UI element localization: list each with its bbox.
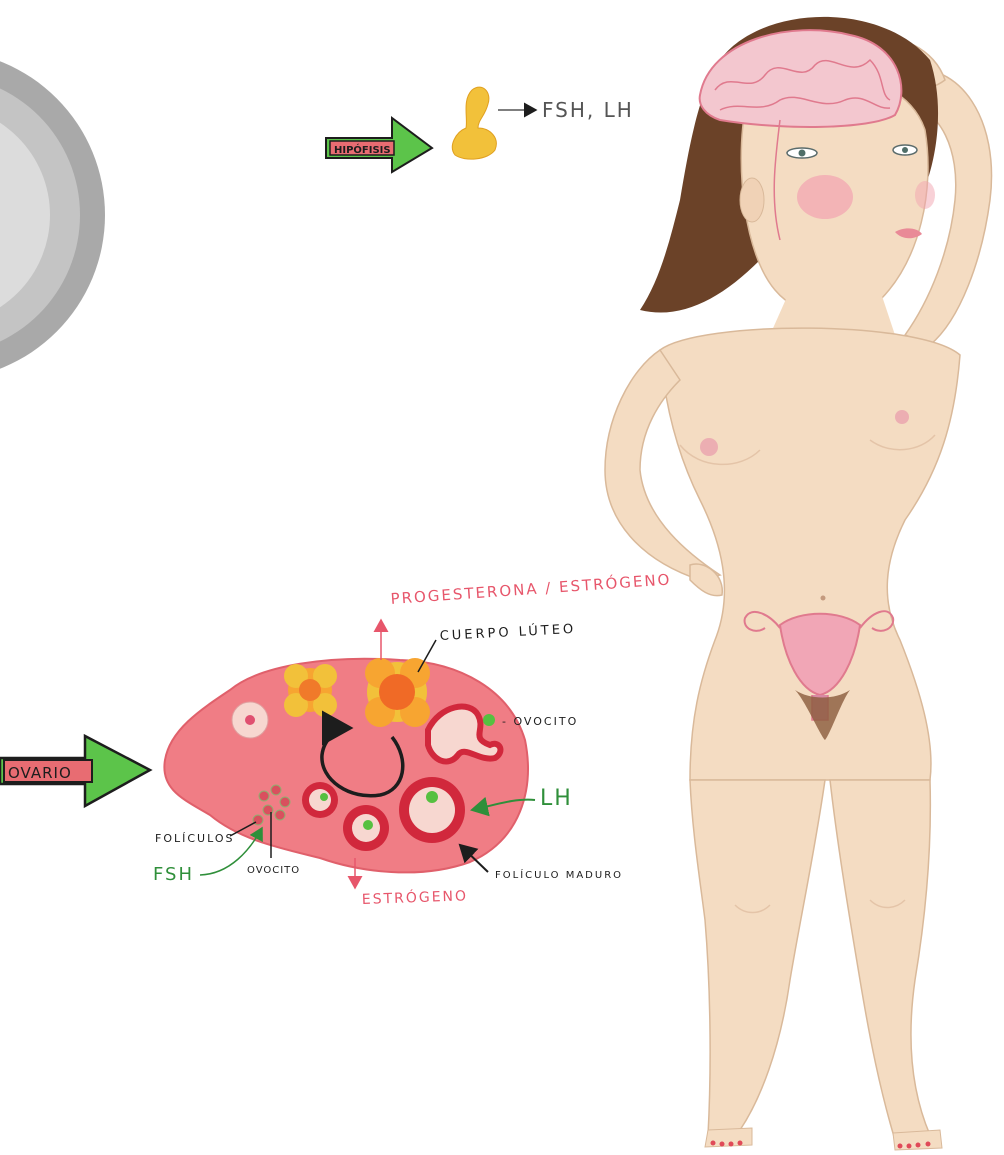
- ear: [740, 178, 764, 222]
- ovocito-bottom-label: OVOCITO: [247, 865, 300, 876]
- grey-circle-decoration: [0, 50, 105, 380]
- hand-on-hip: [690, 564, 722, 596]
- fsh-label: FSH: [153, 864, 194, 885]
- fsh-lh-label: FSH, LH: [542, 98, 634, 122]
- follicle-icon: [343, 805, 389, 851]
- ovario-label: OVARIO: [8, 764, 72, 782]
- follicle-icon: [399, 777, 465, 843]
- leg-right: [830, 780, 930, 1140]
- foliculos-label: FOLÍCULOS: [155, 832, 234, 845]
- navel: [821, 596, 826, 601]
- follicle-icon: [302, 782, 338, 818]
- pituitary-gland-icon: [452, 87, 496, 159]
- nipple-right: [895, 410, 909, 424]
- ovocito-top-label: - OVOCITO: [502, 715, 578, 728]
- leg-left: [690, 780, 825, 1135]
- nipple-left: [700, 438, 718, 456]
- cheek-right: [915, 181, 935, 209]
- cuerpo-luteo-label: CUERPO LÚTEO: [439, 621, 576, 644]
- foliculo-maduro-label: FOLÍCULO MADURO: [495, 868, 623, 881]
- hipofisis-label: HIPÓFISIS: [334, 143, 391, 156]
- cheek: [797, 175, 853, 219]
- progesterona-label: PROGESTERONA / ESTRÓGENO: [390, 569, 672, 608]
- estrogeno-label: ESTRÓGENO: [362, 886, 469, 908]
- corpus-albicans: [232, 702, 268, 738]
- lh-label: LH: [540, 786, 573, 811]
- released-ovocito: [483, 714, 495, 726]
- corpus-luteum-flower-icon: [284, 664, 337, 717]
